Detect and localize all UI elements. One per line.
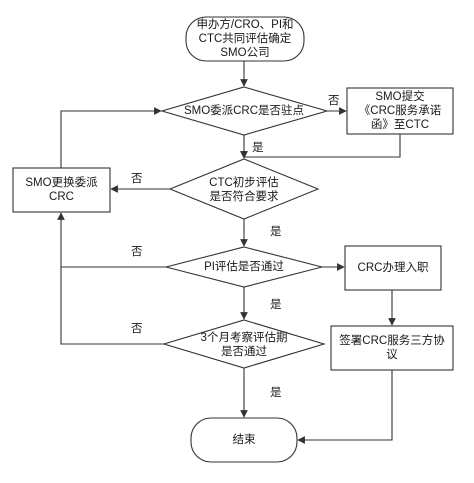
edge-sign-to-end (297, 370, 393, 444)
edge-label-trial-yes: 是 (270, 387, 282, 399)
ctc-eval-label: CTC初步评估 是否符合要求 (209, 177, 279, 203)
start-terminator (185, 16, 305, 62)
edge-trial-no (60, 267, 164, 345)
pi-eval-label: PI评估是否通过 (204, 261, 284, 273)
end-terminator (190, 417, 298, 463)
edge-label-ctc-yes: 是 (270, 226, 282, 238)
smo-assign-label: SMO委派CRC是否驻点 (183, 105, 305, 117)
smo-submit-label: SMO提交 《CRC服务承诺 函》至CTC (358, 91, 442, 131)
sign-label: 签署CRC服务三方协 议 (339, 335, 445, 361)
end-label: 结束 (232, 434, 256, 446)
trial-period-label: 3个月考察评估期 是否通过 (200, 332, 288, 358)
edge-replace-back (60, 107, 162, 168)
edge-submit-to-ctc (240, 134, 401, 159)
process-smo-submit (346, 87, 454, 135)
smo-replace-label: SMO更换委派 CRC (25, 177, 98, 203)
edge-label-assign-yes: 是 (252, 142, 264, 154)
process-smo-replace (12, 167, 111, 213)
edge-pi-no (57, 212, 166, 268)
edge-label-pi-no: 否 (131, 246, 143, 258)
edge-label-assign-no: 否 (328, 95, 340, 107)
edge-label-pi-yes: 是 (270, 299, 282, 311)
edge-label-trial-no: 否 (131, 323, 143, 335)
start-label: 申办方/CRO、PI和 CTC共同评估确定 SMO公司 (196, 19, 294, 59)
process-crc-onboard (344, 245, 442, 291)
crc-onboard-label: CRC办理入职 (357, 262, 429, 274)
edge-label-ctc-no: 否 (131, 173, 143, 185)
